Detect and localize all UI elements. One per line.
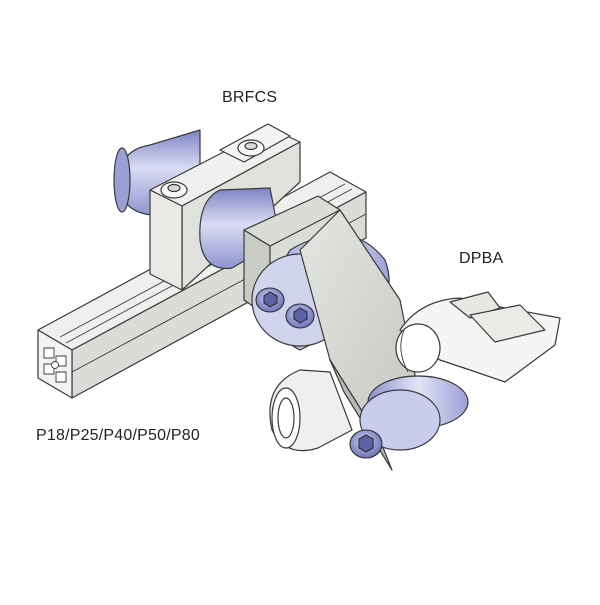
dpba-label: DPBA: [459, 250, 504, 267]
brfcs-label: BRFCS: [222, 89, 278, 106]
profile-sizes-label: P18/P25/P40/P50/P80: [36, 427, 200, 444]
lower-tube: [269, 369, 353, 452]
dpba-gripper: [395, 291, 561, 383]
bolt-icon: [349, 429, 383, 459]
brfcs-clamp: [113, 123, 301, 291]
bolt-icon: [255, 287, 285, 313]
bolt-icon: [285, 303, 315, 329]
